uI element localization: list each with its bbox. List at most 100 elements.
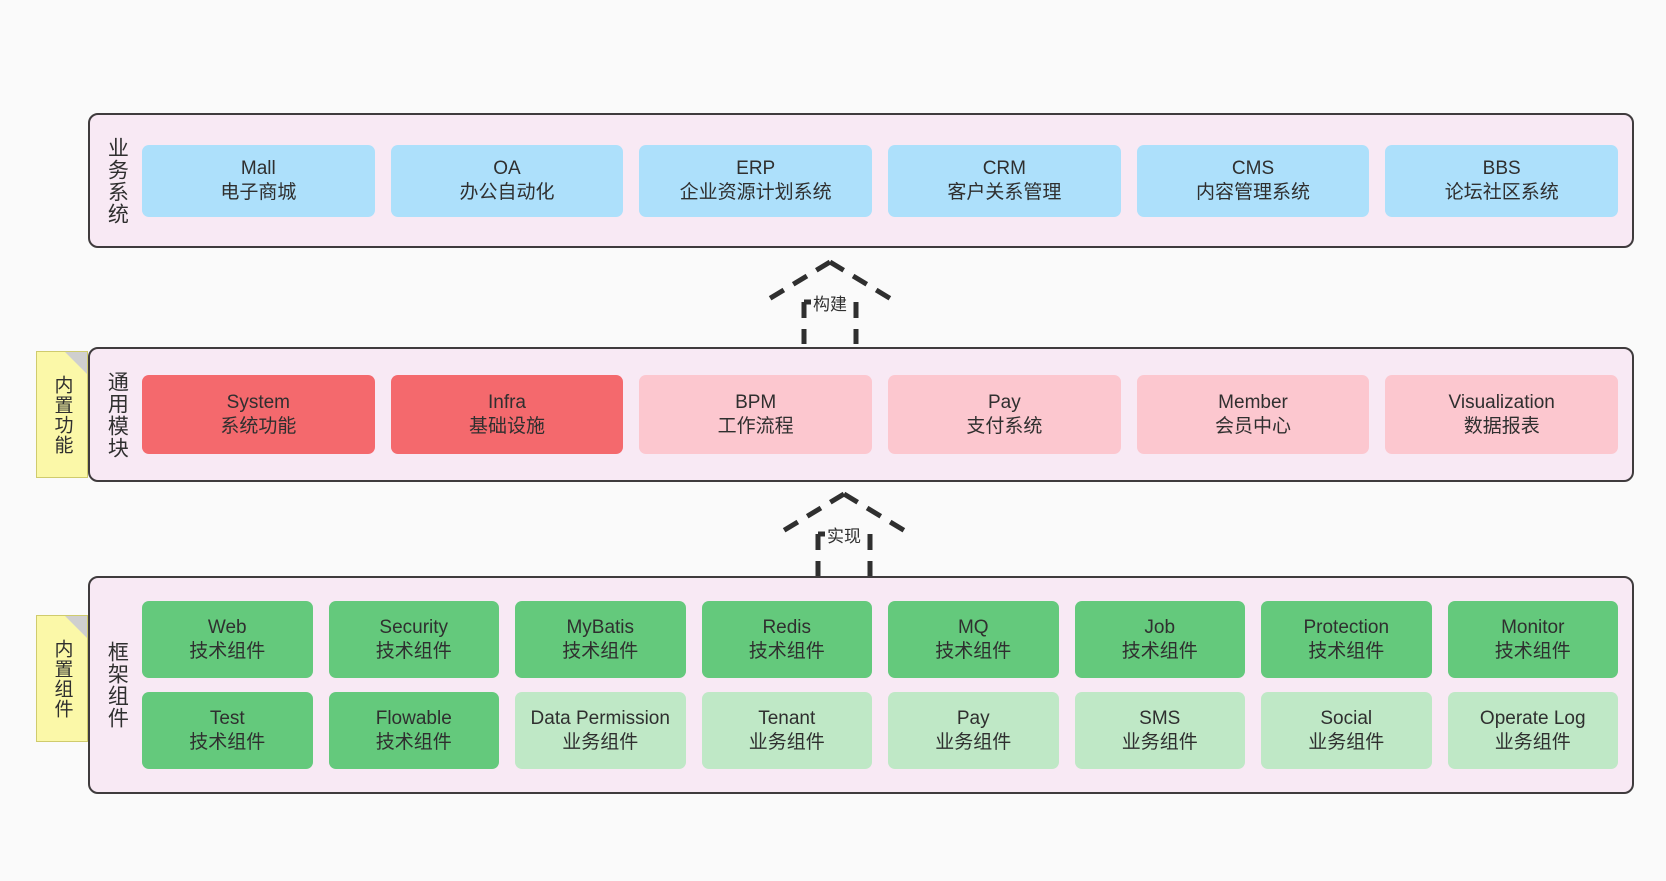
node-web[interactable]: Web 技术组件 <box>142 601 313 678</box>
layer-business-systems: 业务系统 Mall 电子商城 OA 办公自动化 ERP 企业资源计划系统 CRM… <box>88 113 1634 248</box>
node-social[interactable]: Social 业务组件 <box>1261 692 1432 769</box>
layer-row: Mall 电子商城 OA 办公自动化 ERP 企业资源计划系统 CRM 客户关系… <box>142 144 1619 217</box>
node-subtitle: 客户关系管理 <box>947 181 1062 203</box>
layer-common-modules: 通用模块 System 系统功能 Infra 基础设施 BPM 工作流程 Pay… <box>88 347 1634 482</box>
node-subtitle: 技术组件 <box>748 640 825 662</box>
layer-row: Web 技术组件 Security 技术组件 MyBatis 技术组件 Redi… <box>142 601 1618 678</box>
layer-row: Test 技术组件 Flowable 技术组件 Data Permission … <box>142 692 1618 769</box>
node-mybatis[interactable]: MyBatis 技术组件 <box>515 601 686 678</box>
node-monitor[interactable]: Monitor 技术组件 <box>1447 601 1618 678</box>
layer-title-framework-components: 框架组件 <box>105 641 129 729</box>
layer-title-business-systems: 业务系统 <box>105 136 129 225</box>
node-tenant[interactable]: Tenant 业务组件 <box>701 692 872 769</box>
node-subtitle: 业务组件 <box>1121 731 1198 753</box>
node-title: Mall <box>240 157 276 179</box>
node-bbs[interactable]: BBS 论坛社区系统 <box>1385 144 1619 217</box>
node-pay-component[interactable]: Pay 业务组件 <box>888 692 1059 769</box>
node-subtitle: 基础设施 <box>469 415 546 437</box>
node-title: Monitor <box>1501 616 1565 638</box>
note-label: 内置组件 <box>51 638 73 719</box>
node-title: ERP <box>736 157 776 179</box>
node-operate-log[interactable]: Operate Log 业务组件 <box>1447 692 1618 769</box>
node-subtitle: 业务组件 <box>1308 731 1385 753</box>
node-title: CRM <box>982 157 1026 179</box>
node-cms[interactable]: CMS 内容管理系统 <box>1136 144 1370 217</box>
node-subtitle: 内容管理系统 <box>1196 181 1311 203</box>
connector-label: 实现 <box>825 522 863 547</box>
node-visualization[interactable]: Visualization 数据报表 <box>1385 375 1619 454</box>
node-title: Data Permission <box>530 707 670 729</box>
node-title: Redis <box>762 616 812 638</box>
node-title: Member <box>1218 391 1288 413</box>
note-fold-corner-icon <box>65 616 87 638</box>
layer-framework-components: 框架组件 Web 技术组件 Security 技术组件 MyBatis 技术组件… <box>88 576 1634 794</box>
node-subtitle: 会员中心 <box>1215 415 1292 437</box>
node-title: System <box>226 391 291 413</box>
node-oa[interactable]: OA 办公自动化 <box>390 144 624 217</box>
node-protection[interactable]: Protection 技术组件 <box>1261 601 1432 678</box>
dashed-open-arrow-up-icon <box>776 491 912 576</box>
node-title: Tenant <box>758 707 816 729</box>
note-fold-corner-icon <box>65 352 87 374</box>
node-title: Flowable <box>375 707 452 729</box>
node-title: MyBatis <box>566 616 635 638</box>
node-title: MQ <box>957 616 989 638</box>
note-label: 内置功能 <box>51 374 73 455</box>
node-flowable[interactable]: Flowable 技术组件 <box>328 692 499 769</box>
node-security[interactable]: Security 技术组件 <box>328 601 499 678</box>
node-pay-module[interactable]: Pay 支付系统 <box>888 375 1121 454</box>
node-title: Test <box>209 707 245 729</box>
node-title: Pay <box>956 707 990 729</box>
node-mall[interactable]: Mall 电子商城 <box>142 144 375 217</box>
node-subtitle: 技术组件 <box>189 731 266 753</box>
node-subtitle: 业务组件 <box>562 731 639 753</box>
node-title: SMS <box>1139 707 1181 729</box>
layer-row: System 系统功能 Infra 基础设施 BPM 工作流程 Pay 支付系统… <box>142 375 1619 454</box>
node-subtitle: 技术组件 <box>375 640 452 662</box>
connector-label: 构建 <box>811 290 849 315</box>
node-test[interactable]: Test 技术组件 <box>142 692 313 769</box>
node-subtitle: 技术组件 <box>375 731 452 753</box>
node-title: Job <box>1144 616 1176 638</box>
node-subtitle: 论坛社区系统 <box>1444 181 1559 203</box>
node-subtitle: 电子商城 <box>220 181 297 203</box>
node-subtitle: 技术组件 <box>189 640 266 662</box>
node-subtitle: 业务组件 <box>748 731 825 753</box>
node-title: BPM <box>735 391 777 413</box>
layer-body-business-systems: Mall 电子商城 OA 办公自动化 ERP 企业资源计划系统 CRM 客户关系… <box>142 115 1632 246</box>
layer-body-common-modules: System 系统功能 Infra 基础设施 BPM 工作流程 Pay 支付系统… <box>142 349 1632 480</box>
node-mq[interactable]: MQ 技术组件 <box>888 601 1059 678</box>
node-subtitle: 技术组件 <box>1494 640 1571 662</box>
node-bpm[interactable]: BPM 工作流程 <box>639 375 873 454</box>
node-title: Web <box>207 616 247 638</box>
note-builtin-functions: 内置功能 <box>36 351 88 478</box>
node-title: CMS <box>1231 157 1275 179</box>
node-erp[interactable]: ERP 企业资源计划系统 <box>639 144 873 217</box>
note-builtin-components: 内置组件 <box>36 615 88 742</box>
node-title: Visualization <box>1448 391 1555 413</box>
node-title: Infra <box>487 391 527 413</box>
node-subtitle: 办公自动化 <box>459 181 555 203</box>
node-system[interactable]: System 系统功能 <box>142 375 375 454</box>
node-data-permission[interactable]: Data Permission 业务组件 <box>515 692 686 769</box>
node-infra[interactable]: Infra 基础设施 <box>390 375 624 454</box>
node-subtitle: 系统功能 <box>220 415 297 437</box>
node-title: Protection <box>1303 616 1390 638</box>
layer-body-framework-components: Web 技术组件 Security 技术组件 MyBatis 技术组件 Redi… <box>142 578 1632 792</box>
node-subtitle: 支付系统 <box>966 415 1043 437</box>
node-subtitle: 技术组件 <box>1121 640 1198 662</box>
node-redis[interactable]: Redis 技术组件 <box>701 601 872 678</box>
node-crm[interactable]: CRM 客户关系管理 <box>888 144 1121 217</box>
node-title: Social <box>1320 707 1373 729</box>
node-member[interactable]: Member 会员中心 <box>1136 375 1370 454</box>
node-title: Security <box>379 616 449 638</box>
connector-build: 构建 <box>756 258 904 344</box>
node-job[interactable]: Job 技术组件 <box>1074 601 1245 678</box>
node-title: BBS <box>1482 157 1521 179</box>
connector-realize: 实现 <box>770 490 918 576</box>
layer-title-common-modules: 通用模块 <box>105 370 129 459</box>
node-sms[interactable]: SMS 业务组件 <box>1074 692 1245 769</box>
node-subtitle: 企业资源计划系统 <box>679 181 832 203</box>
node-subtitle: 数据报表 <box>1463 415 1540 437</box>
